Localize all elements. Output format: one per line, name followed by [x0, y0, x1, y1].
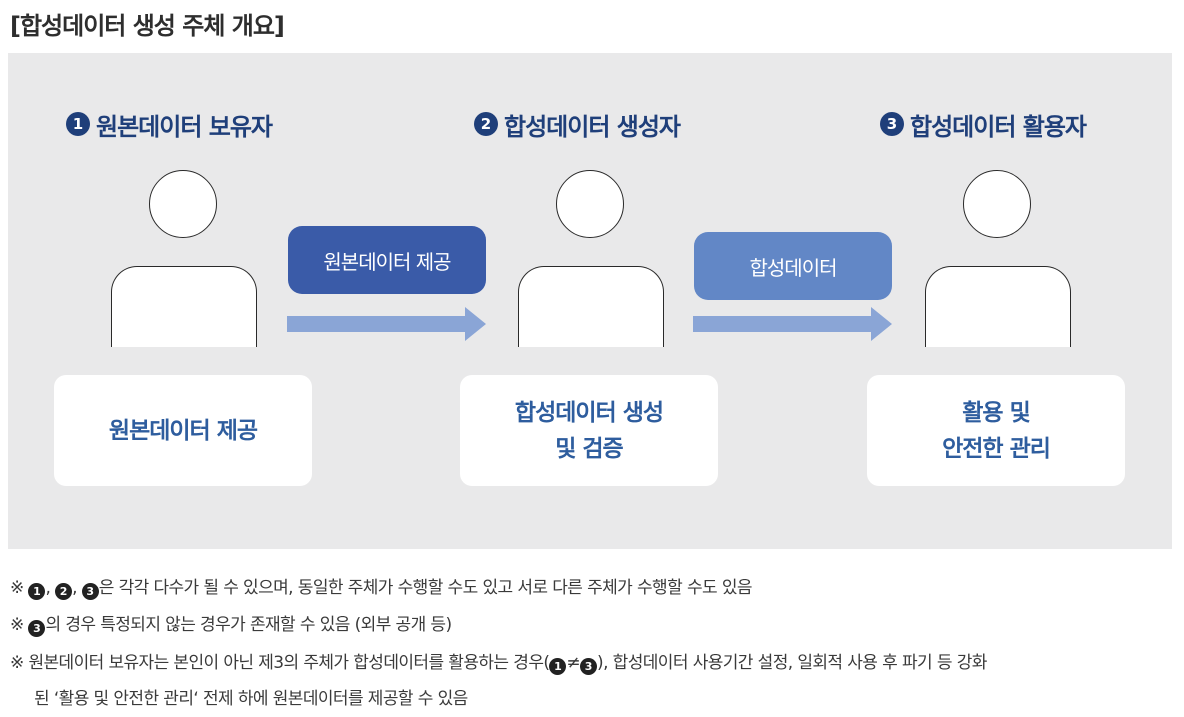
- note-mark: ※: [10, 615, 24, 635]
- person-body: [518, 266, 664, 347]
- number-1-badge: 1: [549, 658, 567, 675]
- person-head: [149, 170, 217, 238]
- role-label: 합성데이터 활용자: [910, 112, 1087, 141]
- role-label: 원본데이터 보유자: [96, 112, 273, 141]
- note-mark: ※: [10, 653, 24, 673]
- note-text: 의 경우 특정되지 않는 경우가 존재할 수 있음 (외부 공개 등): [45, 615, 452, 635]
- number-3-badge: 3: [28, 620, 46, 637]
- note-3-continuation: 된 ‘활용 및 안전한 관리‘ 전제 하에 원본데이터를 제공할 수 있음: [34, 689, 468, 709]
- note-3: ※ 원본데이터 보유자는 본인이 아닌 제3의 주체가 합성데이터를 활용하는 …: [10, 648, 987, 675]
- arrow-right-icon: [287, 307, 486, 341]
- role-heading-user: 3 합성데이터 활용자: [880, 106, 1087, 142]
- person-body: [111, 266, 257, 347]
- task-box-generator: 합성데이터 생성 및 검증: [460, 375, 718, 486]
- task-line: 안전한 관리: [942, 435, 1051, 462]
- flow-label-synthetic: 합성데이터: [694, 232, 892, 300]
- person-body: [925, 266, 1071, 347]
- page-title: [합성데이터 생성 주체 개요]: [10, 12, 285, 40]
- role-heading-generator: 2 합성데이터 생성자: [474, 106, 681, 142]
- role-heading-owner: 1 원본데이터 보유자: [66, 106, 273, 142]
- person-head: [556, 170, 624, 238]
- number-2-badge: 2: [55, 583, 73, 600]
- note-text: 원본데이터 보유자는 본인이 아닌 제3의 주체가 합성데이터를 활용하는 경우…: [28, 653, 550, 673]
- not-equal-sign: ≠: [566, 653, 581, 673]
- task-line: 원본데이터 제공: [108, 417, 258, 444]
- person-icon: [924, 170, 1074, 347]
- person-icon: [517, 170, 667, 347]
- number-2-badge: 2: [474, 112, 498, 136]
- number-3-badge: 3: [81, 583, 99, 600]
- task-line: 합성데이터 생성: [514, 399, 664, 426]
- number-1-badge: 1: [66, 112, 90, 136]
- person-icon: [110, 170, 260, 347]
- task-box-owner: 원본데이터 제공: [54, 375, 312, 486]
- task-line: 활용 및: [962, 399, 1030, 426]
- number-3-badge: 3: [880, 112, 904, 136]
- note-text: 은 각각 다수가 될 수 있으며, 동일한 주체가 수행할 수도 있고 서로 다…: [98, 578, 753, 598]
- separator: ,: [45, 578, 51, 598]
- flow-label-provide: 원본데이터 제공: [288, 226, 486, 294]
- person-head: [963, 170, 1031, 238]
- note-text: ), 합성데이터 사용기간 설정, 일회적 사용 후 파기 등 강화: [597, 653, 987, 673]
- role-label: 합성데이터 생성자: [504, 112, 681, 141]
- task-line: 및 검증: [555, 435, 624, 462]
- separator: ,: [72, 578, 77, 598]
- task-box-user: 활용 및 안전한 관리: [867, 375, 1125, 486]
- arrow-right-icon: [693, 307, 892, 341]
- number-1-badge: 1: [28, 583, 46, 600]
- number-3-badge: 3: [580, 658, 598, 675]
- note-mark: ※: [10, 578, 24, 598]
